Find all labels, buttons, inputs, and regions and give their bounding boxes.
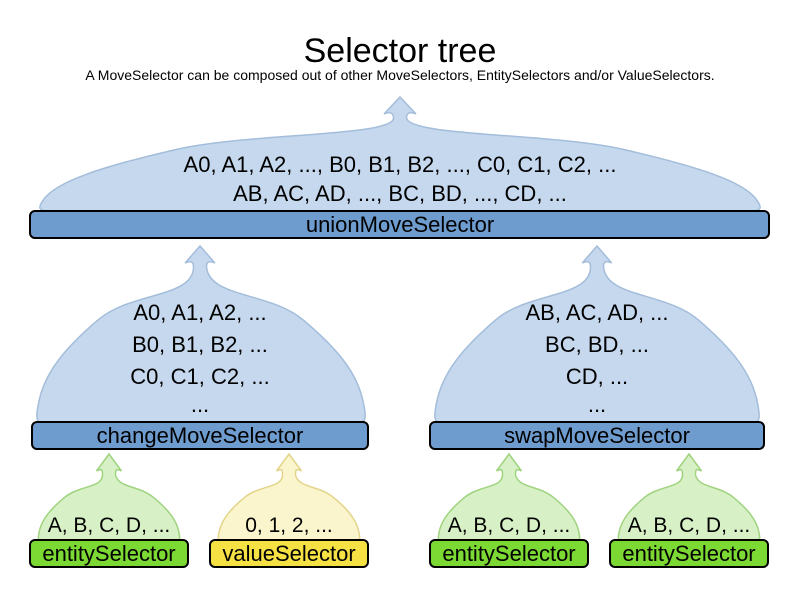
- entity3-items-line: A, B, C, D, ...: [628, 514, 751, 537]
- change-items-line-1: A0, A1, A2, ...: [133, 300, 266, 325]
- swap-bar-label: swapMoveSelector: [504, 423, 690, 448]
- change-items-line-3: C0, C1, C2, ...: [130, 364, 269, 389]
- change-items-line-2: B0, B1, B2, ...: [132, 332, 268, 357]
- swap-move-selector-node: AB, AC, AD, ... BC, BD, ... CD, ... ... …: [429, 244, 765, 450]
- entity3-bar: [609, 539, 769, 568]
- entity1-bar: [29, 539, 189, 568]
- swap-items-ellipsis: ...: [588, 392, 606, 417]
- swap-items-line-1: AB, AC, AD, ...: [525, 300, 668, 325]
- value1-items-line: 0, 1, 2, ...: [245, 514, 333, 537]
- union-bar-label: unionMoveSelector: [306, 212, 494, 237]
- entity1-bar-label: entitySelector: [42, 541, 175, 566]
- value-selector-node: 0, 1, 2, ... valueSelector: [209, 452, 369, 568]
- entity-selector-node-3: A, B, C, D, ... entitySelector: [609, 452, 769, 568]
- swap-items-line-3: CD, ...: [566, 364, 628, 389]
- entity2-bar-label: entitySelector: [442, 541, 575, 566]
- entity2-bar: [429, 539, 589, 568]
- page-subtitle: A MoveSelector can be composed out of ot…: [85, 67, 714, 83]
- change-move-selector-node: A0, A1, A2, ... B0, B1, B2, ... C0, C1, …: [31, 244, 369, 450]
- change-bar: [31, 421, 369, 450]
- value1-bar-label: valueSelector: [222, 541, 355, 566]
- union-bar: [29, 210, 770, 239]
- page-title: Selector tree: [304, 32, 497, 70]
- value1-bar: [209, 539, 369, 568]
- union-items-line-1: A0, A1, A2, ..., B0, B1, B2, ..., C0, C1…: [184, 152, 617, 177]
- change-items-ellipsis: ...: [191, 392, 209, 417]
- swap-items-line-2: BC, BD, ...: [545, 332, 649, 357]
- swap-bar: [429, 421, 765, 450]
- entity-selector-node-1: A, B, C, D, ... entitySelector: [29, 452, 189, 568]
- entity1-items-line: A, B, C, D, ...: [48, 514, 171, 537]
- union-move-selector-node: A0, A1, A2, ..., B0, B1, B2, ..., C0, C1…: [29, 95, 770, 239]
- entity3-bar-label: entitySelector: [622, 541, 755, 566]
- entity-selector-node-2: A, B, C, D, ... entitySelector: [429, 452, 589, 568]
- change-bar-label: changeMoveSelector: [97, 423, 304, 448]
- entity2-items-line: A, B, C, D, ...: [448, 514, 571, 537]
- union-items-line-2: AB, AC, AD, ..., BC, BD, ..., CD, ...: [233, 181, 567, 206]
